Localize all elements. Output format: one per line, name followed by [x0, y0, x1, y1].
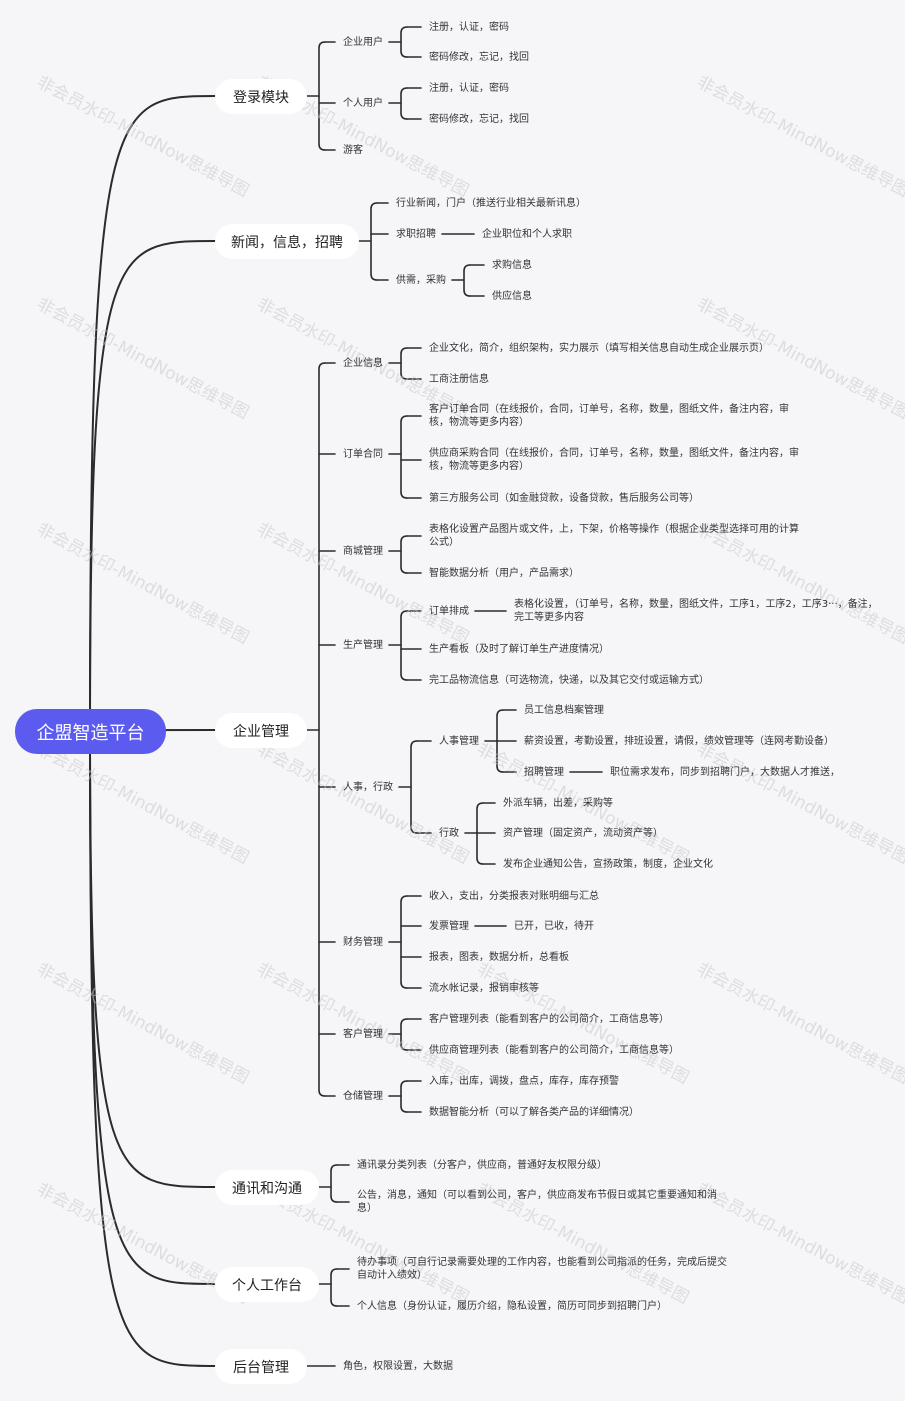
connector-depth-1 — [318, 362, 326, 1097]
node-depth-1[interactable]: 订单合同 — [343, 448, 383, 460]
node-depth-2[interactable]: 生产看板（及时了解订单生产进度情况） — [429, 643, 609, 655]
node-depth-2[interactable]: 供应商管理列表（能看到客户的公司简介，工商信息等） — [429, 1044, 679, 1056]
node-depth-1[interactable]: 游客 — [343, 144, 363, 156]
node-depth-1[interactable]: 财务管理 — [343, 936, 383, 948]
node-depth-2[interactable]: 数据智能分析（可以了解各类产品的详细情况） — [429, 1106, 639, 1118]
node-depth-2[interactable]: 供应信息 — [492, 290, 532, 302]
node-depth-2[interactable]: 行政 — [439, 827, 459, 839]
node-depth-1[interactable]: 行业新闻，门户（推送行业相关最新讯息） — [396, 197, 586, 209]
node-depth-1[interactable]: 供需，采购 — [396, 274, 446, 286]
node-depth-3[interactable]: 薪资设置，考勤设置，排班设置，请假，绩效管理等（连网考勤设备） — [524, 735, 834, 747]
connector-depth-2 — [400, 26, 408, 58]
node-depth-3[interactable]: 招聘管理 — [524, 766, 564, 778]
node-depth-1[interactable]: 角色，权限设置，大数据 — [343, 1360, 453, 1372]
node-depth-2[interactable]: 报表，图表，数据分析，总看板 — [429, 951, 569, 963]
connector-depth-2 — [400, 415, 408, 499]
node-depth-2[interactable]: 密码修改，忘记，找回 — [429, 51, 529, 63]
connector-depth-1 — [370, 202, 378, 281]
node-depth-2[interactable]: 注册，认证，密码 — [429, 21, 509, 33]
node-depth-2[interactable]: 注册，认证，密码 — [429, 82, 509, 94]
node-depth-2[interactable]: 客户订单合同（在线报价，合同，订单号，名称，数量，图纸文件，备注内容，审核，物流… — [429, 404, 789, 428]
node-depth-2[interactable]: 密码修改，忘记，找回 — [429, 113, 529, 125]
branch-node[interactable]: 新闻，信息，招聘 — [215, 224, 359, 259]
node-depth-2[interactable]: 收入，支出，分类报表对账明细与汇总 — [429, 890, 599, 902]
node-depth-2[interactable]: 发票管理 — [429, 920, 469, 932]
node-depth-1[interactable]: 个人信息（身份认证，履历介绍，隐私设置，简历可同步到招聘门户） — [357, 1300, 667, 1312]
connector-depth-2 — [400, 1018, 408, 1051]
node-depth-3[interactable]: 发布企业通知公告，宣扬政策，制度，企业文化 — [503, 858, 713, 870]
branch-connector — [89, 240, 216, 732]
connector-depth-2 — [463, 264, 471, 297]
branch-node[interactable]: 个人工作台 — [215, 1267, 319, 1302]
node-depth-2[interactable]: 供应商采购合同（在线报价，合同，订单号，名称，数量，图纸文件，备注内容，审核，物… — [429, 448, 799, 472]
node-depth-2[interactable]: 企业文化，简介，组织架构，实力展示（填写相关信息自动生成企业展示页） — [429, 342, 769, 354]
branch-connector — [89, 730, 216, 1367]
connector-depth-2 — [400, 610, 408, 681]
node-depth-1[interactable]: 企业信息 — [343, 357, 383, 369]
node-depth-2[interactable]: 求购信息 — [492, 259, 532, 271]
node-depth-2[interactable]: 订单排成 — [429, 605, 469, 617]
node-depth-1[interactable]: 个人用户 — [343, 97, 383, 109]
node-depth-1[interactable]: 客户管理 — [343, 1028, 383, 1040]
connector-depth-1 — [330, 1164, 338, 1203]
node-depth-1[interactable]: 人事，行政 — [343, 781, 393, 793]
connector-depth-2 — [410, 740, 418, 834]
connector-depth-1 — [318, 41, 326, 151]
branch-node[interactable]: 登录模块 — [215, 79, 307, 114]
connector-depth-1 — [330, 1268, 338, 1307]
branch-node[interactable]: 企业管理 — [215, 713, 307, 748]
root-node[interactable]: 企盟智造平台 — [15, 709, 166, 754]
node-depth-2[interactable]: 智能数据分析（用户，产品需求） — [429, 567, 579, 579]
node-depth-3[interactable]: 表格化设置，（订单号，名称，数量，图纸文件，工序1，工序2，工序3···，备注，… — [514, 599, 878, 623]
branch-node[interactable]: 后台管理 — [215, 1349, 307, 1384]
branch-connector — [89, 730, 216, 1285]
node-depth-1[interactable]: 企业用户 — [343, 36, 383, 48]
node-depth-3[interactable]: 员工信息档案管理 — [524, 704, 604, 716]
node-depth-3[interactable]: 外派车辆，出差，采购等 — [503, 797, 613, 809]
connector-depth-2 — [400, 87, 408, 120]
node-depth-3[interactable]: 资产管理（固定资产，流动资产等） — [503, 827, 663, 839]
node-depth-2[interactable]: 人事管理 — [439, 735, 479, 747]
node-depth-2[interactable]: 入库，出库，调拨，盘点，库存，库存预警 — [429, 1075, 619, 1087]
node-depth-1[interactable]: 求职招聘 — [396, 228, 436, 240]
connector-depth-2 — [400, 895, 408, 989]
node-depth-1[interactable]: 生产管理 — [343, 639, 383, 651]
node-depth-2[interactable]: 完工品物流信息（可选物流，快递，以及其它交付或运输方式） — [429, 674, 709, 686]
node-depth-3[interactable]: 已开，已收，待开 — [514, 920, 594, 932]
node-depth-1[interactable]: 通讯录分类列表（分客户，供应商，普通好友权限分级） — [357, 1159, 607, 1171]
node-depth-4[interactable]: 职位需求发布，同步到招聘门户，大数据人才推送， — [610, 766, 840, 778]
node-depth-2[interactable]: 企业职位和个人求职 — [482, 228, 572, 240]
branch-connector — [89, 730, 216, 1188]
node-depth-2[interactable]: 表格化设置产品图片或文件，上，下架，价格等操作（根据企业类型选择可用的计算公式） — [429, 524, 799, 548]
node-depth-1[interactable]: 公告，消息，通知（可以看到公司，客户，供应商发布节假日或其它重要通知和消息） — [357, 1190, 717, 1214]
connector-depth-2 — [400, 347, 408, 380]
node-depth-2[interactable]: 客户管理列表（能看到客户的公司简介，工商信息等） — [429, 1013, 669, 1025]
branch-connector — [89, 95, 216, 732]
branch-node[interactable]: 通讯和沟通 — [215, 1170, 319, 1205]
connector-depth-2 — [400, 535, 408, 574]
node-depth-2[interactable]: 工商注册信息 — [429, 373, 489, 385]
node-depth-2[interactable]: 流水帐记录，报销审核等 — [429, 982, 539, 994]
connector-depth-2 — [400, 1080, 408, 1113]
node-depth-2[interactable]: 第三方服务公司（如金融贷款，设备贷款，售后服务公司等） — [429, 492, 699, 504]
node-depth-1[interactable]: 待办事项（可自行记录需要处理的工作内容，也能看到公司指派的任务，完成后提交自动计… — [357, 1257, 727, 1281]
node-depth-1[interactable]: 仓储管理 — [343, 1090, 383, 1102]
node-depth-1[interactable]: 商城管理 — [343, 545, 383, 557]
